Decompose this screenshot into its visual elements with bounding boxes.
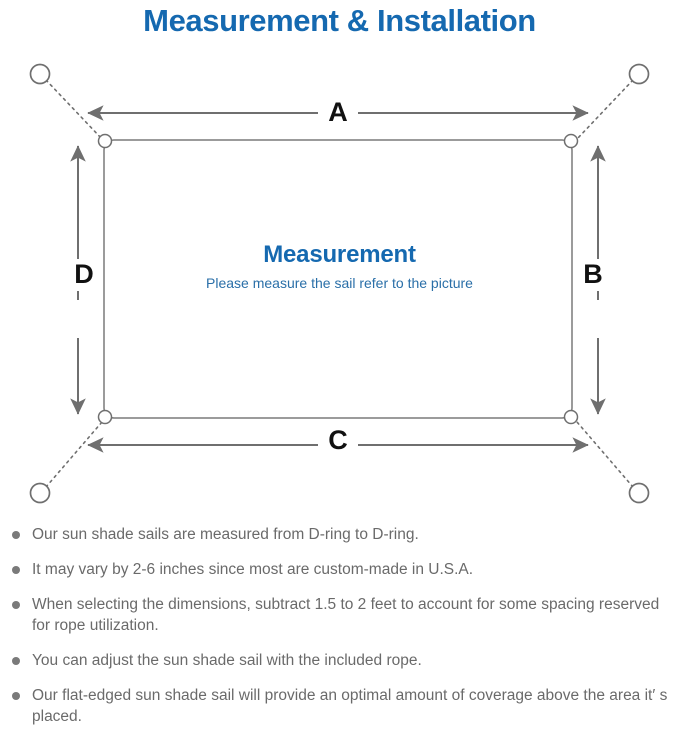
list-item: Our flat-edged sun shade sail will provi… [0, 685, 679, 727]
note-text: It may vary by 2-6 inches since most are… [32, 561, 474, 578]
bullet-icon [12, 531, 20, 539]
d-ring-bottom-left [97, 409, 113, 425]
d-ring-bottom-right [563, 409, 579, 425]
rope-top-left [45, 79, 103, 140]
dimension-label-c: C [318, 425, 358, 457]
dimension-label-d: D [68, 259, 100, 291]
page-title: Measurement & Installation [143, 3, 536, 38]
note-text: When selecting the dimensions, subtract … [32, 596, 660, 634]
note-text: Our sun shade sails are measured from D-… [32, 526, 419, 543]
measurement-diagram [29, 63, 650, 504]
note-text: You can adjust the sun shade sail with t… [32, 652, 422, 669]
anchor-point-top-left [29, 63, 51, 85]
note-text: Our flat-edged sun shade sail will provi… [32, 687, 668, 725]
bullet-icon [12, 657, 20, 665]
anchor-point-bottom-right [628, 482, 650, 504]
sail-shape [103, 139, 573, 419]
bullet-icon [12, 692, 20, 700]
anchor-point-top-right [628, 63, 650, 85]
dimension-label-b: B [577, 259, 609, 291]
anchor-point-bottom-left [29, 482, 51, 504]
bullet-icon [12, 601, 20, 609]
list-item: Our sun shade sails are measured from D-… [0, 524, 679, 545]
rope-top-right [576, 79, 634, 140]
notes-list: Our sun shade sails are measured from D-… [0, 524, 679, 741]
rope-bottom-left [45, 421, 103, 488]
dimension-label-a: A [318, 97, 358, 129]
list-item: When selecting the dimensions, subtract … [0, 594, 679, 636]
rope-bottom-right [576, 421, 634, 488]
d-ring-top-right [563, 133, 579, 149]
bullet-icon [12, 566, 20, 574]
d-ring-top-left [97, 133, 113, 149]
list-item: It may vary by 2-6 inches since most are… [0, 559, 679, 580]
list-item: You can adjust the sun shade sail with t… [0, 650, 679, 671]
